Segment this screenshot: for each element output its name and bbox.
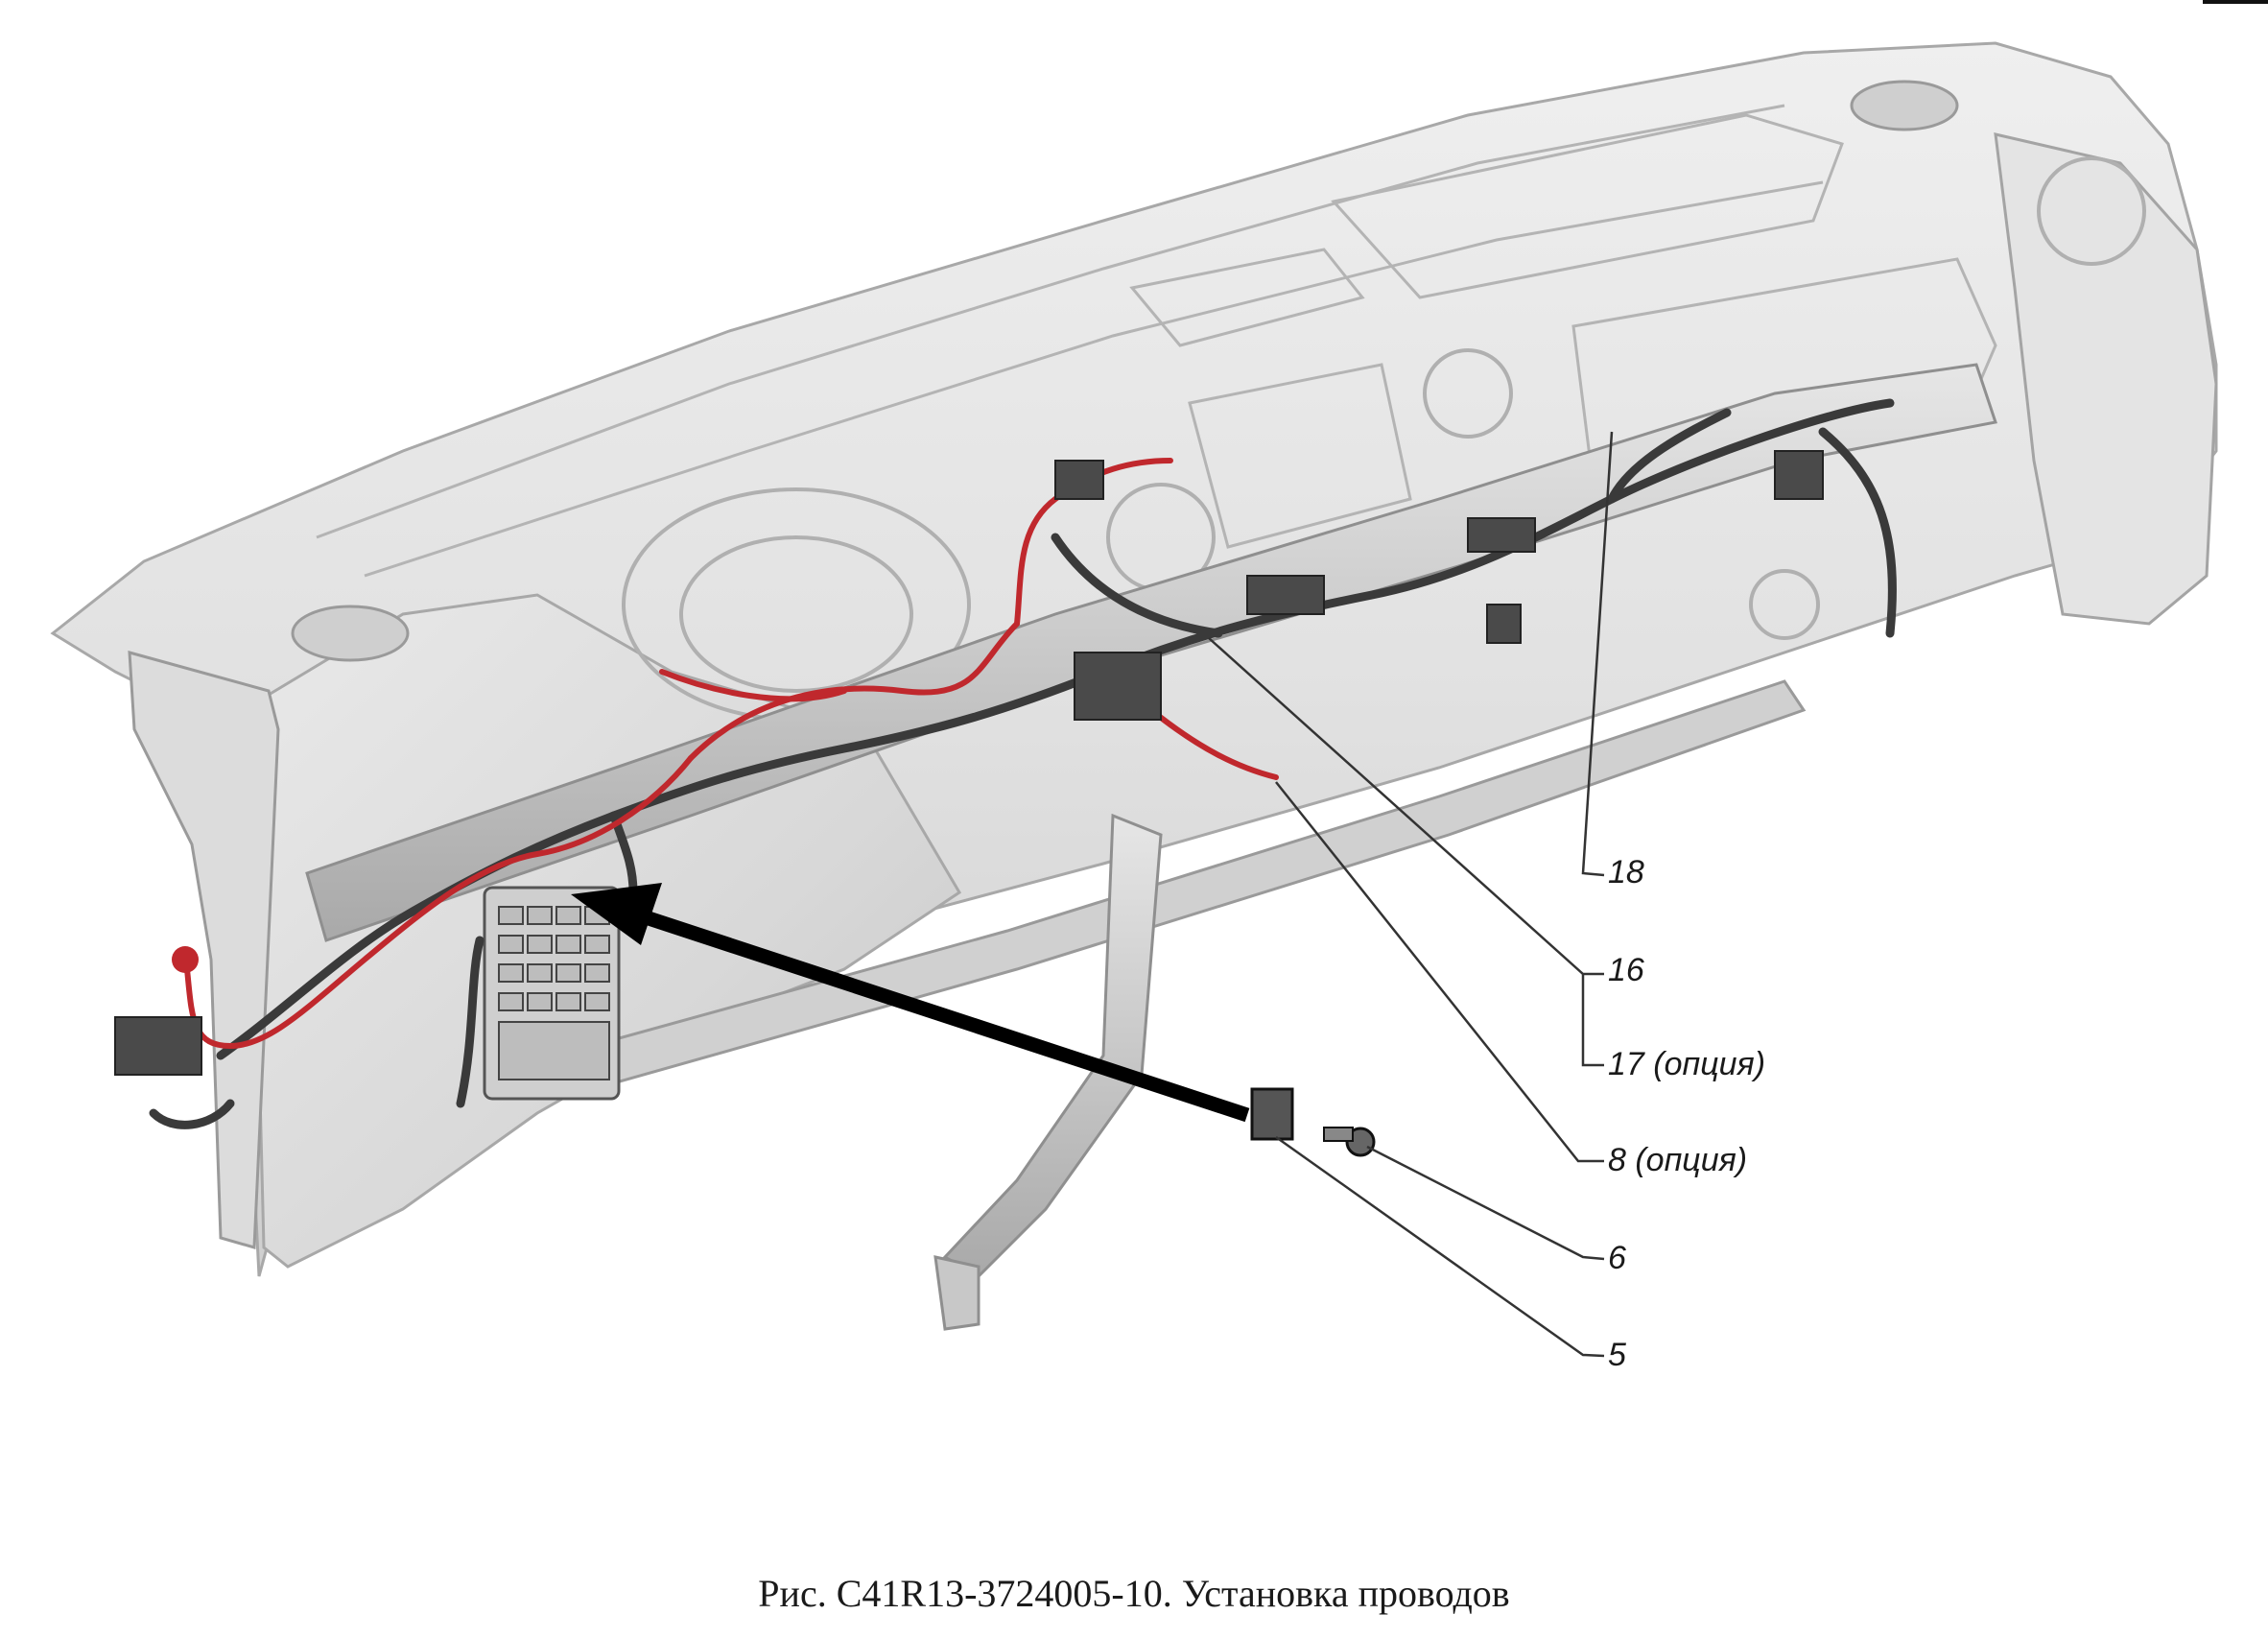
callout-18: 18 (1608, 854, 1644, 890)
leader-17 (1581, 974, 1604, 1067)
red-terminal-cap (172, 946, 199, 973)
callout-16: 16 (1608, 952, 1644, 988)
red-wire-harness (184, 458, 1279, 1049)
fuse-block (483, 886, 621, 1101)
leader-5 (1275, 1135, 1605, 1358)
callout-5: 5 (1608, 1337, 1626, 1373)
cup-holders (291, 80, 1959, 662)
part-5-bracket (1250, 1087, 1294, 1141)
leader-8 (1275, 781, 1604, 1163)
callout-8: 8 (опция) (1608, 1142, 1748, 1178)
leader-lines (1208, 431, 1614, 1358)
leader-18 (1581, 431, 1614, 877)
assembly-arrow (571, 883, 1250, 1123)
right-end-panel (1994, 132, 2218, 626)
column-bracket (933, 1255, 980, 1331)
corner-mark (2203, 0, 2268, 4)
figure-caption: Рис. С41R13-3724005-10. Установка провод… (758, 1572, 1510, 1615)
connectors (114, 450, 1824, 1076)
callout-17: 17 (опция) (1608, 1046, 1766, 1082)
leader-6 (1366, 1145, 1605, 1261)
part-6-clip (1323, 1127, 1376, 1157)
callout-6: 6 (1608, 1240, 1626, 1276)
left-side-bracket (128, 650, 280, 1249)
